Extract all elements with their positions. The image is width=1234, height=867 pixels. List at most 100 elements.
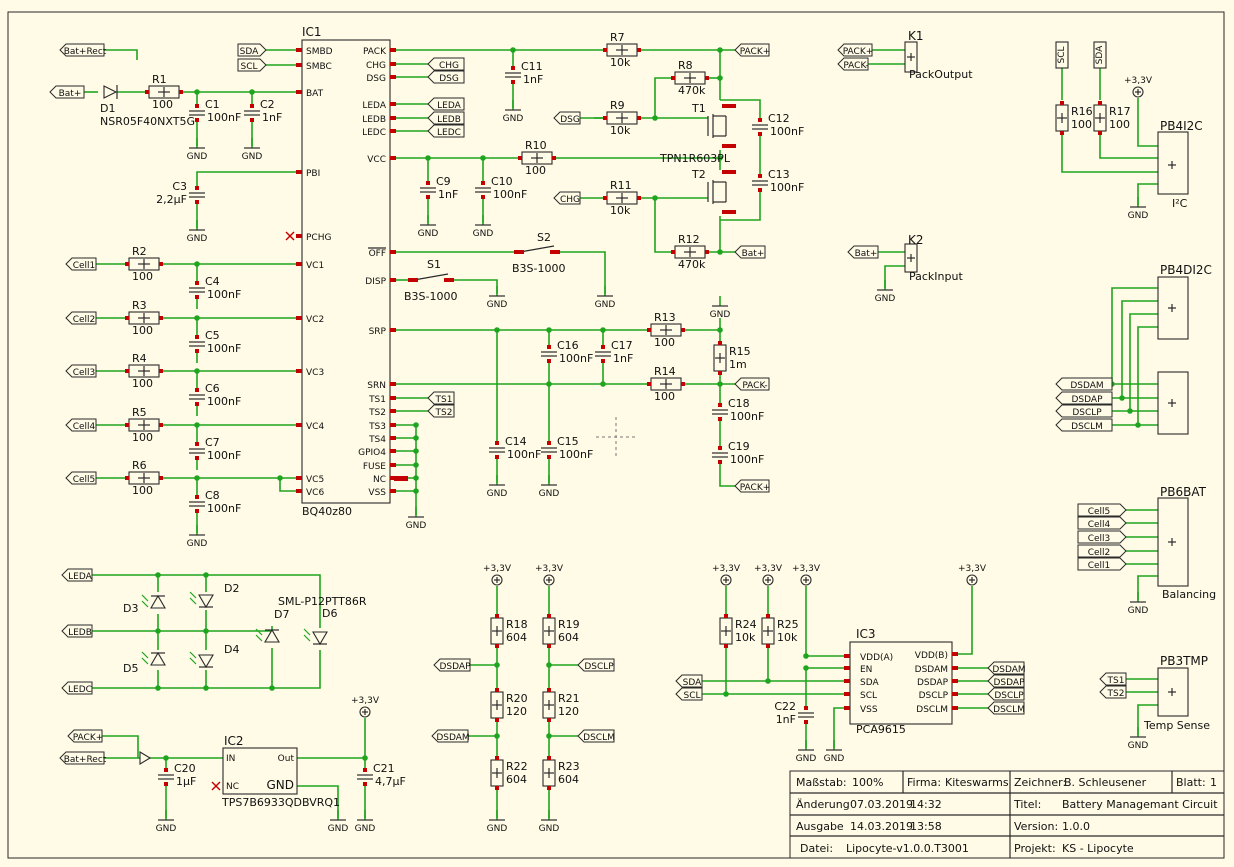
supply-label: +3,3V [535, 564, 564, 574]
wire [102, 735, 139, 758]
c6-value: 100nF [207, 395, 241, 408]
net-pack-c19-text: PACK+ [740, 483, 771, 493]
c17-ref: C17 [611, 339, 633, 352]
c19-ref: C19 [728, 440, 750, 453]
wire [1121, 300, 1158, 398]
s2-pin [550, 250, 560, 254]
pb3tmp-value: Temp Sense [1143, 719, 1210, 732]
r23-value: 604 [558, 773, 579, 786]
ic1-pin-vc1: VC1 [306, 261, 324, 271]
c4-ref: C4 [205, 275, 220, 288]
r24-ref: R24 [735, 618, 757, 631]
r2-ref: R2 [132, 245, 147, 258]
d6-ref: D6 [322, 607, 337, 620]
pchg-nc-mark [285, 231, 295, 241]
r13-pin [647, 328, 651, 332]
r4-value: 100 [132, 377, 153, 390]
tb-change-date: 07.03.2019 [850, 798, 913, 811]
s1-ref: S1 [427, 258, 441, 271]
junction-dot [494, 662, 500, 668]
d3-ref: D3 [123, 602, 138, 615]
ic1-pinmark [390, 409, 396, 413]
r20-ref: R20 [506, 692, 528, 705]
c10-pin [481, 181, 485, 185]
r22-ref: R22 [506, 760, 528, 773]
ic1-pin-gpio4: GPIO4 [358, 448, 386, 458]
ic1-pin-vc2: VC2 [306, 315, 324, 325]
c18-ref: C18 [728, 397, 750, 410]
r12-pin [705, 250, 709, 254]
s2-value: B3S-1000 [512, 262, 566, 275]
r18-pin [495, 644, 499, 648]
ic1-pin-srp: SRP [369, 327, 387, 337]
pb6bat-ref: PB6BAT [1160, 485, 1207, 499]
net-dsdam-term [431, 729, 469, 743]
d5-ray [141, 651, 149, 659]
d7-ray [255, 634, 263, 642]
net-cell3 [65, 364, 97, 378]
net-chg-r11 [553, 191, 581, 205]
net-ts1-tmp [1099, 672, 1127, 686]
net-dsdap-term [433, 658, 471, 672]
ic1-pinmark [296, 489, 302, 493]
wire [720, 99, 761, 120]
c6-pin [195, 402, 199, 406]
net-dsclm-term-text: DSCLM [583, 733, 615, 743]
r23-pin [547, 786, 551, 790]
ic3-pin-vdd(a): VDD(A) [860, 653, 893, 663]
supply-label: +3,3V [754, 564, 783, 574]
r2-value: 100 [132, 270, 153, 283]
r9-value: 10k [610, 124, 631, 137]
tb-file: Lipocyte-v1.0.0.T3001 [846, 842, 969, 855]
c3-pin [195, 186, 199, 190]
d3-ray [141, 594, 149, 602]
c18-pin [718, 417, 722, 421]
r25-ref: R25 [777, 618, 799, 631]
net-packm-srn [734, 377, 770, 391]
gnd-label: GND [473, 229, 494, 239]
wire [654, 77, 675, 118]
c5-value: 100nF [207, 342, 241, 355]
r24-pin [724, 614, 728, 618]
r7-pin [603, 48, 607, 52]
ic2-pin-gnd: GND [266, 778, 294, 792]
ic1-pin-vc5: VC5 [306, 475, 324, 485]
c15-pin [547, 455, 551, 459]
net-dsclp-conn [1055, 404, 1113, 418]
net-ts2-ic1 [427, 404, 455, 418]
c3-pin [195, 200, 199, 204]
c2-value: 1nF [262, 111, 282, 124]
pb6bat-value: Balancing [1162, 588, 1216, 601]
net-cell4 [65, 418, 97, 432]
d4-ray [189, 651, 197, 659]
net-scl-ic3 [675, 687, 703, 701]
junction-dot [546, 733, 552, 739]
gnd-label: GND [796, 754, 817, 764]
net-ledb-ic1 [427, 111, 465, 125]
c6-ref: C6 [205, 382, 220, 395]
net-sda-ic1-text: SDA [240, 47, 259, 57]
c11-pin [511, 80, 515, 84]
d3-body [150, 594, 166, 609]
ic1-ref: IC1 [302, 25, 322, 39]
c15-value: 100nF [559, 448, 593, 461]
r3-pin [125, 316, 129, 320]
ic1-pin-nc: NC [373, 475, 386, 485]
c17-pin [601, 359, 605, 363]
net-chg-ic1 [427, 57, 465, 71]
wire [297, 785, 339, 818]
ic1-pin-disp: DISP [365, 277, 386, 287]
gnd-label: GND [539, 824, 560, 834]
net-dsclp-conn-text: DSCLP [1072, 408, 1102, 418]
net-dsclm-ic3 [987, 701, 1025, 715]
net-leda-led [61, 568, 93, 582]
r25-pin [766, 614, 770, 618]
r25-pin [766, 644, 770, 648]
d2-ray [189, 597, 197, 605]
ic1-pinmark [296, 316, 302, 320]
c6-pin [195, 388, 199, 392]
r25-value: 10k [777, 631, 798, 644]
ic3-pin-dsclp: DSCLP [919, 691, 949, 701]
r7-ref: R7 [610, 31, 625, 44]
r1-ref: R1 [152, 73, 167, 86]
